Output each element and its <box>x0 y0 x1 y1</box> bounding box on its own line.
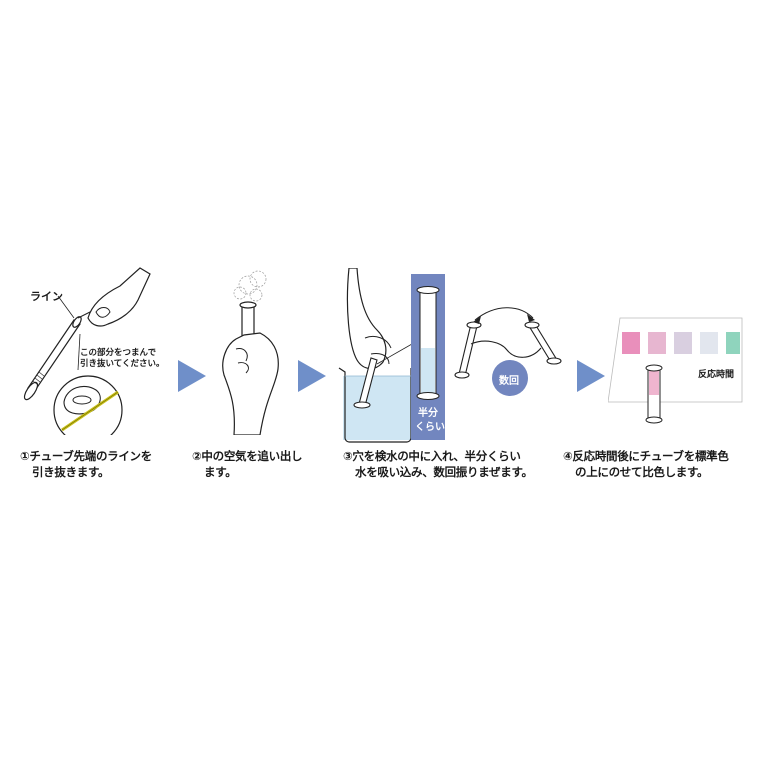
arrow-3 <box>577 360 605 392</box>
step4-illustration <box>608 317 743 424</box>
several-times-label: 数回 <box>499 376 519 387</box>
half-label-line1: 半分 <box>418 408 438 419</box>
step4-tube <box>645 364 663 424</box>
step-1-line2: 引き抜きます。 <box>32 465 110 479</box>
pinch-hint-line1: この部分をつまんで <box>80 348 157 358</box>
arrow-1 <box>178 360 206 392</box>
step-4-line2: の上にのせて比色します。 <box>575 465 709 479</box>
step1-illustration <box>23 267 151 435</box>
step1-tube <box>23 316 82 401</box>
step3-shake-tubes <box>454 321 562 379</box>
step-1-caption: ①チューブ先端のラインを 引き抜きます。 <box>20 448 152 480</box>
step1-zoom-circle <box>53 333 123 435</box>
step-4-caption: ④反応時間後にチューブを標準色 の上にのせて比色します。 <box>563 448 729 480</box>
step-2-caption: ②中の空気を追い出し ます。 <box>192 448 303 480</box>
step3-illustration <box>338 268 562 443</box>
step3-beaker <box>338 367 413 443</box>
step1-hand <box>87 267 151 327</box>
step-1-line1: ①チューブ先端のラインを <box>20 449 152 463</box>
standard-color-card <box>608 317 743 403</box>
step-2-line2: ます。 <box>204 465 237 479</box>
several-times-badge <box>492 360 528 396</box>
line-label: ライン <box>30 290 63 303</box>
step3-half-panel <box>411 274 445 440</box>
step2-hand <box>222 332 279 435</box>
pinch-hint-line2: 引き抜いてください。 <box>80 359 165 369</box>
step-2-line1: ②中の空気を追い出し <box>192 449 303 463</box>
arrow-2 <box>298 360 326 392</box>
step-3-line1: ③穴を検水の中に入れ、半分くらい <box>343 449 521 463</box>
step-3-line2: 水を吸い込み、数回振りまぜます。 <box>355 465 533 479</box>
step2-air-puff <box>233 270 267 302</box>
reaction-time-label: 反応時間 <box>698 370 735 380</box>
step-4-line1: ④反応時間後にチューブを標準色 <box>563 449 729 463</box>
step-3-caption: ③穴を検水の中に入れ、半分くらい 水を吸い込み、数回振りまぜます。 <box>343 448 533 480</box>
step3-hand <box>346 268 387 370</box>
step2-illustration <box>222 270 279 435</box>
half-label-line2: くらい <box>415 422 445 433</box>
